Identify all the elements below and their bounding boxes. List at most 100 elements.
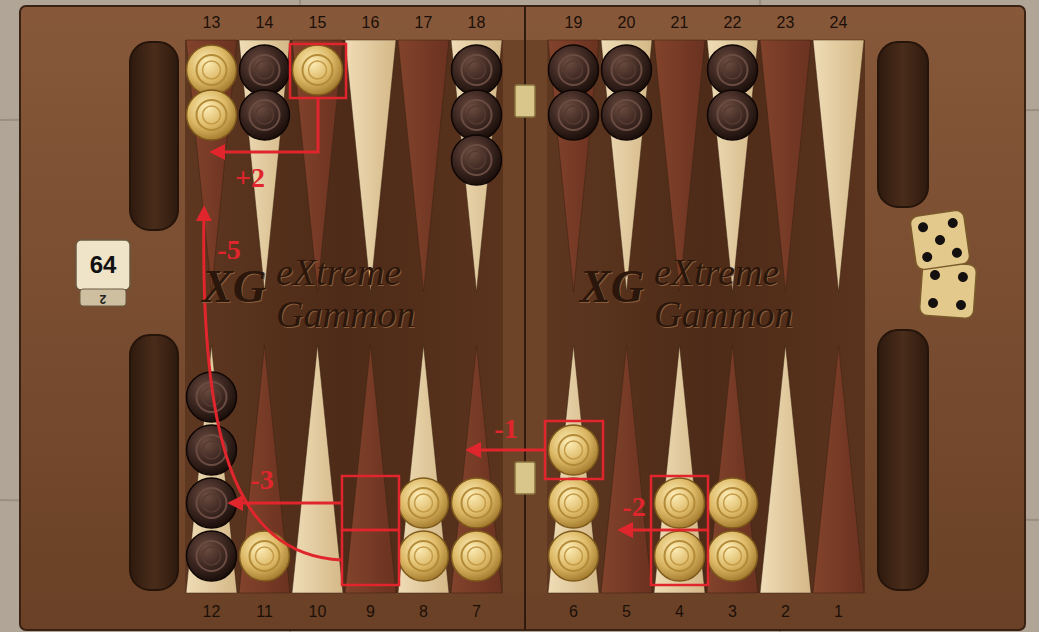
light-checker: [187, 90, 237, 140]
point-number: 5: [622, 603, 631, 621]
dark-checker: [187, 478, 237, 528]
dark-checker: [602, 45, 652, 95]
hinge: [515, 85, 535, 117]
move-highlight: [651, 476, 708, 530]
move-arrow: [214, 98, 318, 152]
dark-checker: [602, 90, 652, 140]
dark-checker: [240, 90, 290, 140]
logo-mark: XG: [580, 262, 644, 313]
die: [910, 210, 971, 271]
point-number: 11: [256, 603, 273, 621]
point-number: 6: [569, 603, 578, 621]
point-number: 17: [415, 14, 433, 32]
board-point: [398, 345, 449, 593]
logo-mark: XG: [202, 262, 266, 313]
light-checker: [452, 531, 502, 581]
point-number: 15: [309, 14, 327, 32]
point-number: 4: [675, 603, 684, 621]
point-number: 13: [203, 14, 221, 32]
dark-checker: [708, 45, 758, 95]
move-highlight: [290, 44, 346, 98]
move-label: -2: [622, 492, 645, 523]
doubling-cube: [76, 240, 130, 290]
point-number: 16: [362, 14, 380, 32]
point-number: 3: [728, 603, 737, 621]
board-point: [707, 345, 758, 593]
board-point: [813, 345, 864, 593]
board-point: [548, 40, 599, 292]
cube-value: 64: [90, 252, 117, 278]
watermark: eXtreme Gammon: [654, 252, 844, 336]
dark-checker: [708, 90, 758, 140]
hinge: [515, 462, 535, 494]
watermark: eXtreme Gammon: [276, 252, 466, 336]
board-point: [451, 40, 502, 292]
point-number: 9: [366, 603, 375, 621]
point-number: 21: [671, 14, 689, 32]
board-point: [451, 345, 502, 593]
light-checker: [293, 45, 343, 95]
dark-checker: [452, 135, 502, 185]
board-point: [345, 345, 396, 593]
light-checker: [549, 478, 599, 528]
move-label: +2: [235, 163, 265, 194]
board-field: [547, 40, 865, 593]
bear-off-tray: [878, 330, 928, 590]
move-label: -1: [494, 414, 517, 445]
move-highlight: [651, 530, 708, 585]
board-point: [601, 40, 652, 292]
dark-checker: [187, 531, 237, 581]
cube-side: [80, 289, 126, 306]
light-checker: [655, 531, 705, 581]
move-highlight: [342, 476, 399, 530]
light-checker: [399, 531, 449, 581]
dark-checker: [549, 45, 599, 95]
dark-checker: [240, 45, 290, 95]
bear-off-tray: [878, 42, 928, 207]
light-checker: [240, 531, 290, 581]
move-arrow: [470, 449, 545, 452]
point-number: 1: [834, 603, 843, 621]
light-checker: [549, 425, 599, 475]
move-arrow: [622, 529, 651, 532]
light-checker: [187, 45, 237, 95]
move-highlight: [545, 421, 603, 479]
point-number: 2: [781, 603, 790, 621]
light-checker: [452, 478, 502, 528]
point-number: 10: [309, 603, 327, 621]
light-checker: [708, 531, 758, 581]
board-point: [760, 345, 811, 593]
bear-off-tray: [130, 42, 178, 230]
board-point: [239, 345, 290, 593]
light-checker: [655, 478, 705, 528]
board-field: [185, 40, 503, 593]
cube-side-value: 2: [100, 291, 107, 304]
point-number: 23: [777, 14, 795, 32]
point-number: 18: [468, 14, 486, 32]
board-frame: [20, 6, 1025, 630]
light-checker: [399, 478, 449, 528]
point-number: 20: [618, 14, 636, 32]
board-point: [548, 345, 599, 593]
board-point: [813, 40, 864, 292]
board-point: [654, 345, 705, 593]
board-point: [398, 40, 449, 292]
dark-checker: [549, 90, 599, 140]
dark-checker: [452, 90, 502, 140]
bear-off-tray: [130, 335, 178, 590]
board-point: [601, 345, 652, 593]
point-number: 12: [203, 603, 221, 621]
dark-checker: [452, 45, 502, 95]
light-checker: [549, 531, 599, 581]
move-highlight: [342, 530, 399, 585]
point-number: 24: [830, 14, 848, 32]
light-checker: [708, 478, 758, 528]
point-number: 7: [472, 603, 481, 621]
point-number: 22: [724, 14, 742, 32]
point-number: 8: [419, 603, 428, 621]
point-number: 14: [256, 14, 274, 32]
